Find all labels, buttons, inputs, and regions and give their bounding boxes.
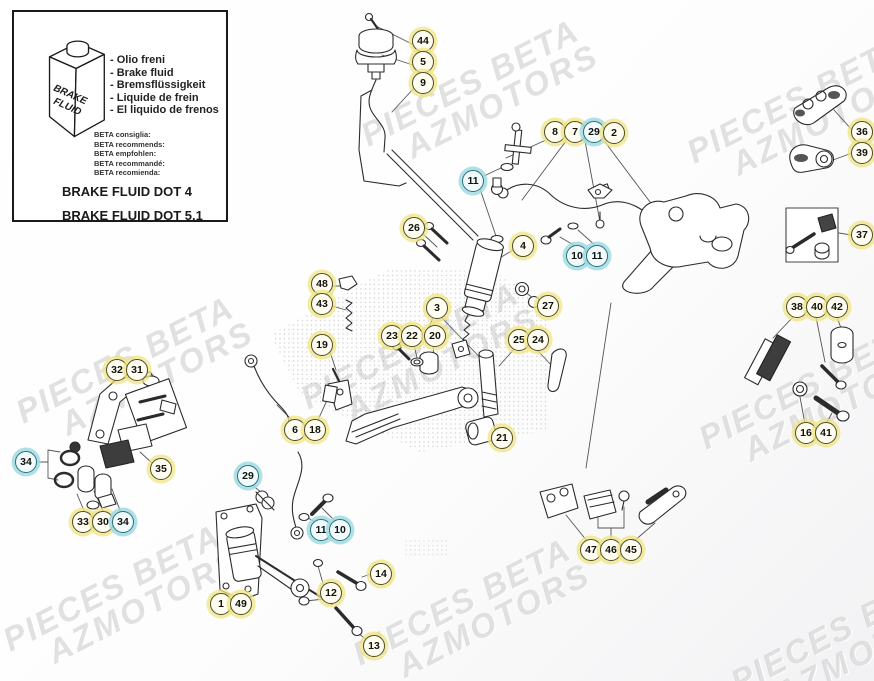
callout-26[interactable]: 26 [403,217,425,239]
part-pedal-assembly [215,451,367,637]
callout-34[interactable]: 34 [15,451,37,473]
callout-5[interactable]: 5 [412,51,434,73]
callout-10[interactable]: 10 [329,519,351,541]
callout-39[interactable]: 39 [851,142,873,164]
part-front-caliper-group [53,371,188,510]
callout-6[interactable]: 6 [284,419,306,441]
callout-23[interactable]: 23 [381,325,403,347]
callout-29[interactable]: 29 [237,465,259,487]
callout-20[interactable]: 20 [424,325,446,347]
callout-34[interactable]: 34 [112,511,134,533]
brake-fluid-bottle: BRAKE FLUID [48,40,105,138]
fluid-type-item: - Olio freni [110,54,165,66]
callout-14[interactable]: 14 [370,563,392,585]
callout-44[interactable]: 44 [412,30,434,52]
callout-16[interactable]: 16 [795,422,817,444]
callout-21[interactable]: 21 [491,427,513,449]
dot4-label: BRAKE FLUID DOT 4 [62,184,192,199]
part-brake-pedal [322,275,567,446]
part-front-hose [244,354,290,429]
callout-36[interactable]: 36 [851,121,873,143]
callout-29[interactable]: 29 [583,121,605,143]
callout-32[interactable]: 32 [106,359,128,381]
callout-10[interactable]: 10 [566,245,588,267]
part-reservoir [355,12,479,241]
part-rear-caliper [514,183,750,309]
part-footpeg-group [539,483,687,525]
callout-33[interactable]: 33 [72,511,94,533]
callout-8[interactable]: 8 [544,121,566,143]
beta-recommendation-item: BETA recommends: [94,139,165,149]
callout-19[interactable]: 19 [311,334,333,356]
fluid-type-item: - El liquido de frenos [110,104,219,116]
beta-recommendation-item: BETA recomienda: [94,168,161,178]
callout-24[interactable]: 24 [527,329,549,351]
part-brake-pads-kit [744,326,854,422]
callout-11[interactable]: 11 [586,245,608,267]
callout-46[interactable]: 46 [600,539,622,561]
callout-1[interactable]: 1 [210,593,232,615]
brake-fluid-info-box: BRAKE FLUID - Olio freni - Brake fluid -… [12,10,228,223]
callout-22[interactable]: 22 [401,325,423,347]
callout-47[interactable]: 47 [580,539,602,561]
part-master-cylinder [415,177,504,359]
part-handlebar-clamp [785,85,847,263]
callout-13[interactable]: 13 [363,635,385,657]
callout-31[interactable]: 31 [126,359,148,381]
beta-recommendation-item: BETA consiglia: [94,130,151,139]
callout-41[interactable]: 41 [815,422,837,444]
callout-43[interactable]: 43 [311,293,333,315]
callout-38[interactable]: 38 [786,296,808,318]
fluid-type-item: - Brake fluid [110,66,174,79]
beta-recommendation-item: BETA empfohlen: [94,149,157,159]
beta-recommendation-list: BETA consiglia: BETA recommends: BETA em… [94,130,165,178]
callout-11[interactable]: 11 [462,170,484,192]
callout-48[interactable]: 48 [311,273,333,295]
callout-42[interactable]: 42 [826,296,848,318]
callout-37[interactable]: 37 [851,224,873,246]
callout-35[interactable]: 35 [150,458,172,480]
callout-30[interactable]: 30 [92,511,114,533]
fluid-type-list: - Olio freni - Brake fluid - Bremsflüssi… [110,54,219,117]
dot51-label: BRAKE FLUID DOT 5.1 [62,208,203,223]
fluid-type-item: - Bremsflüssigkeit [110,79,206,91]
callout-9[interactable]: 9 [412,72,434,94]
fluid-type-item: - Liquide de frein [110,91,199,104]
callout-40[interactable]: 40 [806,296,828,318]
callout-12[interactable]: 12 [320,582,342,604]
callout-27[interactable]: 27 [537,295,559,317]
callout-18[interactable]: 18 [304,419,326,441]
callout-3[interactable]: 3 [426,297,448,319]
callout-4[interactable]: 4 [512,235,534,257]
callout-49[interactable]: 49 [230,593,252,615]
beta-recommendation-item: BETA recommandé: [94,158,165,168]
callout-2[interactable]: 2 [603,122,625,144]
callout-45[interactable]: 45 [620,539,642,561]
